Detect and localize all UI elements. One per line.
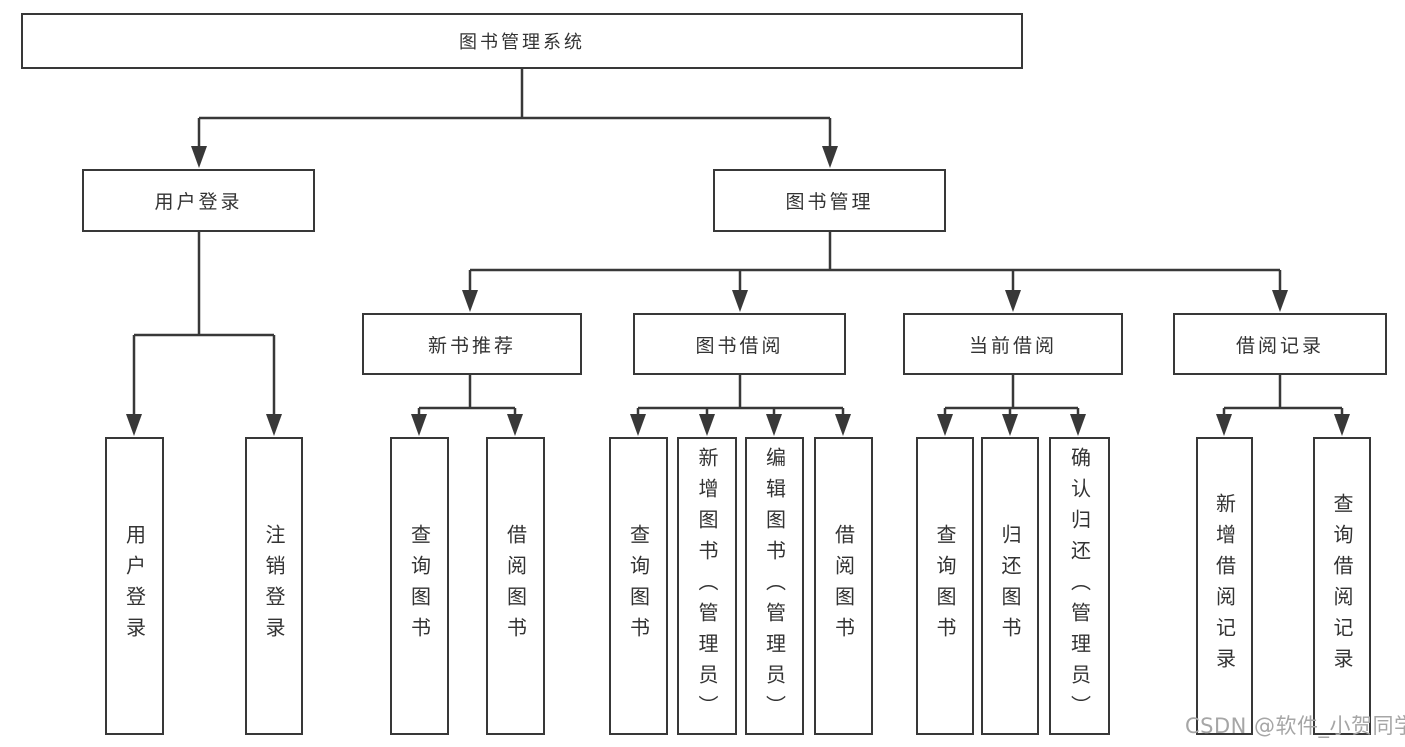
node-label: 图书管理 [785, 191, 874, 213]
node-book-management: 图书管理 [713, 169, 946, 232]
node-book-borrowing: 图书借阅 [633, 313, 846, 375]
node-label: 用户登录 [154, 191, 243, 213]
leaf-logout: 注销登录 [245, 437, 303, 735]
node-new-book-recommendation: 新书推荐 [362, 313, 582, 375]
leaf-add-books-admin: 新增图书（管理员） [677, 437, 737, 735]
node-label: 新增借阅记录 [1212, 493, 1237, 679]
connector-borrow-children [636, 375, 845, 418]
node-label: 归还图书 [998, 524, 1022, 648]
node-label: 编辑图书（管理员） [762, 446, 787, 726]
node-label: 借阅图书 [503, 524, 528, 648]
node-label: 新书推荐 [427, 334, 516, 357]
node-label: 查询图书 [933, 524, 957, 648]
leaf-confirm-return-admin: 确认归还（管理员） [1049, 437, 1110, 735]
node-label: 查询图书 [407, 524, 432, 648]
leaf-user-login: 用户登录 [105, 437, 164, 735]
leaf-query-books-current: 查询图书 [916, 437, 974, 735]
csdn-watermark: CSDN @软件_小贺同学 [1185, 714, 1405, 738]
node-label: 查询图书 [626, 524, 651, 648]
leaf-query-books-recommendation: 查询图书 [390, 437, 449, 735]
leaf-borrow-books-recommendation: 借阅图书 [486, 437, 545, 735]
node-label: 图书借阅 [695, 334, 784, 357]
connector-user-login-children [132, 232, 276, 418]
leaf-borrow-books: 借阅图书 [814, 437, 873, 735]
node-borrowing-records: 借阅记录 [1173, 313, 1387, 375]
arrowheads [126, 146, 1350, 436]
leaf-query-borrow-record: 查询借阅记录 [1313, 437, 1371, 735]
node-label: 确认归还（管理员） [1067, 446, 1092, 726]
node-label: 当前借阅 [968, 334, 1057, 357]
connector-root-to-level2 [197, 69, 832, 150]
node-label: 借阅图书 [831, 524, 856, 648]
node-user-login: 用户登录 [82, 169, 315, 232]
leaf-query-books-borrowing: 查询图书 [609, 437, 668, 735]
connector-records-children [1222, 375, 1344, 418]
leaf-return-books: 归还图书 [981, 437, 1039, 735]
connector-book-mgmt-children [468, 232, 1282, 294]
node-label: 图书管理系统 [459, 32, 585, 53]
node-label: 借阅记录 [1235, 334, 1324, 357]
node-library-management-system: 图书管理系统 [21, 13, 1023, 69]
leaf-edit-books-admin: 编辑图书（管理员） [745, 437, 804, 735]
node-label: 新增图书（管理员） [695, 446, 719, 726]
node-current-borrowing: 当前借阅 [903, 313, 1123, 375]
node-label: 用户登录 [122, 524, 147, 648]
node-label: 查询借阅记录 [1330, 493, 1354, 679]
leaf-add-borrow-record: 新增借阅记录 [1196, 437, 1253, 735]
connector-new-rec-children [417, 375, 517, 418]
connector-current-children [943, 375, 1080, 418]
node-label: 注销登录 [262, 524, 286, 648]
